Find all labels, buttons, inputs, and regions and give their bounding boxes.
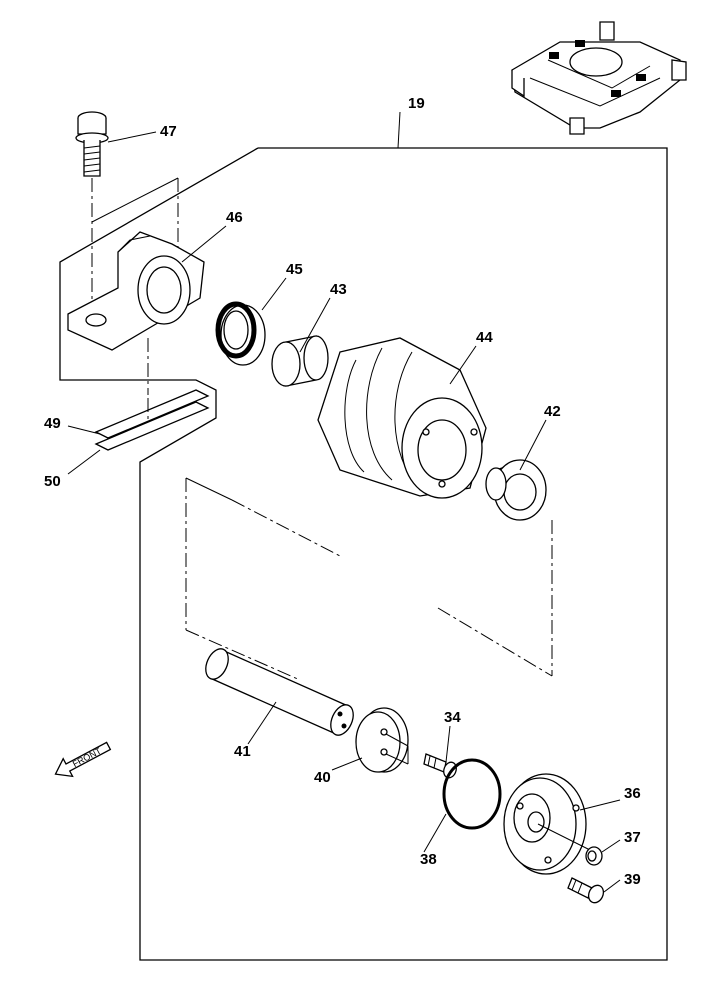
bushing-43 [271,335,329,387]
callout-34: 34 [444,709,461,726]
shim-50 [94,401,210,451]
callout-41: 41 [234,743,251,760]
shaft-41 [205,648,354,736]
callout-47: 47 [160,123,177,140]
assembly-boundary [59,147,668,961]
shim-49 [94,389,210,439]
callout-42: 42 [544,403,561,420]
bolt-39 [567,877,605,904]
callout-45: 45 [286,261,303,278]
bracket-46 [67,231,205,351]
callout-38: 38 [420,851,437,868]
plug-37 [585,846,603,866]
collar-42 [485,459,547,521]
callout-44: 44 [476,329,493,346]
cover-36 [503,773,595,875]
o-ring-38 [442,758,502,830]
bolt-47 [75,111,109,177]
callout-labels: 19 47 46 45 43 44 42 49 50 41 40 34 38 3… [44,95,641,888]
callout-43: 43 [330,281,347,298]
callout-40: 40 [314,769,331,786]
roller-44 [317,337,487,499]
leader-lines [67,111,621,893]
callout-46: 46 [226,209,243,226]
plate-40 [355,707,409,773]
callout-49: 49 [44,415,61,432]
callout-19: 19 [408,95,425,112]
front-direction-arrow-icon: FRONT [54,741,112,778]
grease-fitting-icons [549,40,646,97]
callout-36: 36 [624,785,641,802]
machine-frame-thumbnail [511,21,687,135]
callout-39: 39 [624,871,641,888]
callout-37: 37 [624,829,641,846]
seal-45 [215,301,266,366]
bolt-34 [423,753,457,779]
front-label: FRONT [71,745,104,769]
projection-lines [185,477,553,681]
callout-50: 50 [44,473,61,490]
